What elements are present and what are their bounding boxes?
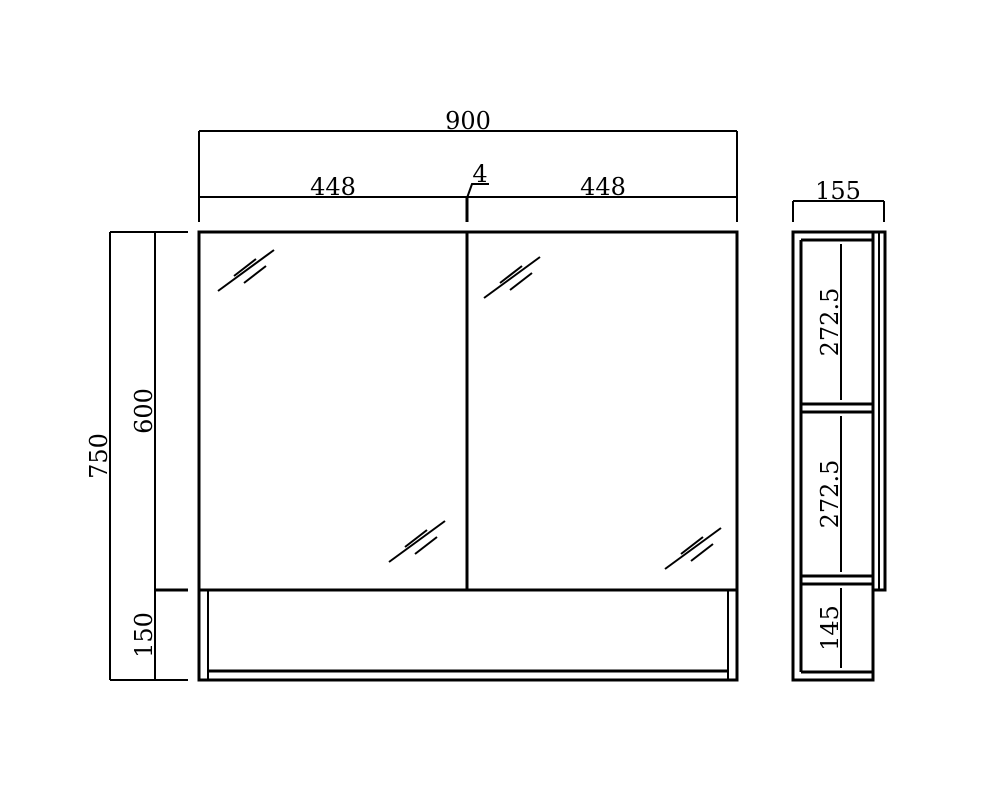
- label-gap: 4: [472, 160, 487, 188]
- mirror-reflection-right-bottom: [664, 527, 722, 570]
- side-view: 155 272.5 272.5 145: [791, 177, 887, 682]
- label-shelf-lower: 145: [816, 605, 844, 651]
- side-shelves: [801, 402, 873, 586]
- open-shelf: [207, 590, 729, 680]
- label-door-height: 600: [130, 388, 158, 434]
- dimension-shelf-spacing: 272.5 272.5 145: [816, 244, 844, 668]
- mirror-reflection-left-top: [217, 249, 275, 292]
- label-right-door-width: 448: [580, 173, 626, 201]
- front-view: 900 448 448 4 750 600 150: [85, 107, 739, 682]
- dimension-gap: 4: [466, 160, 489, 199]
- dimension-total-width: 900: [198, 107, 738, 222]
- label-base-height: 150: [130, 612, 158, 658]
- label-total-width: 900: [445, 107, 491, 135]
- side-door-panel: [871, 230, 887, 592]
- label-depth: 155: [815, 177, 861, 205]
- dimension-depth: 155: [792, 177, 885, 222]
- label-shelf-upper: 272.5: [816, 288, 844, 357]
- mirror-reflection-left-bottom: [388, 520, 446, 563]
- dimension-total-height: 750: [85, 231, 188, 681]
- label-left-door-width: 448: [310, 173, 356, 201]
- label-total-height: 750: [85, 433, 113, 479]
- dimension-door-height: 600 150: [130, 232, 188, 680]
- label-shelf-middle: 272.5: [816, 460, 844, 529]
- mirror-reflection-right-top: [483, 256, 541, 299]
